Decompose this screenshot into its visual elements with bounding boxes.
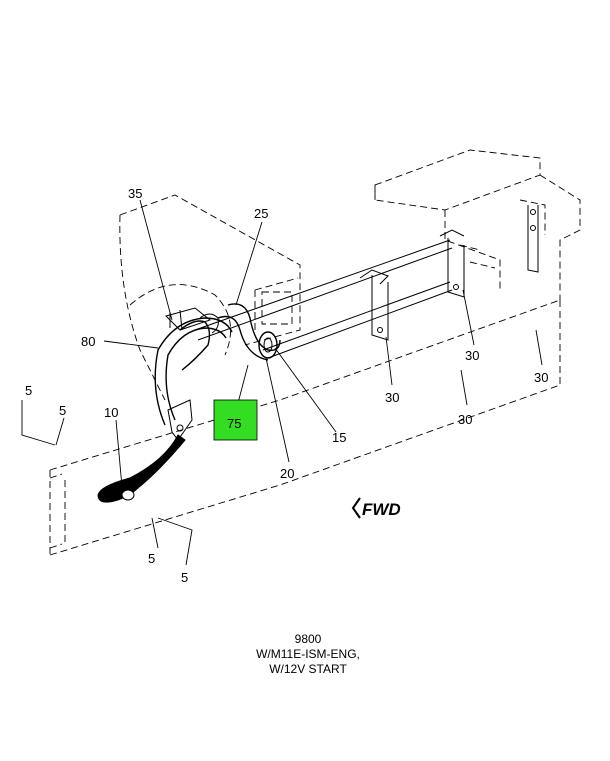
callout-35: 35	[128, 186, 142, 201]
highlight-box-75[interactable]	[213, 399, 258, 441]
caption-line-3: W/12V START	[269, 662, 347, 676]
callout-30-d: 30	[534, 370, 548, 385]
fwd-label: FWD	[362, 500, 401, 519]
callout-80: 80	[81, 334, 95, 349]
callout-30-a: 30	[465, 348, 479, 363]
caption-line-1: 9800	[295, 632, 322, 646]
clip-bracket-30	[359, 205, 539, 341]
callout-5-c: 5	[148, 551, 155, 566]
ground-strap-10	[97, 434, 186, 503]
frame-rail	[49, 299, 561, 556]
callout-5-a: 5	[25, 383, 32, 398]
callout-25: 25	[254, 206, 268, 221]
callout-75: 75	[227, 416, 241, 431]
engine-outline	[119, 194, 301, 401]
callout-30-b: 30	[385, 390, 399, 405]
callout-10: 10	[104, 405, 118, 420]
callout-5-d: 5	[181, 570, 188, 585]
upper-right-component	[374, 149, 581, 300]
cable-tube	[194, 239, 453, 359]
callout-15: 15	[332, 430, 346, 445]
caption-line-2: W/M11E-ISM-ENG,	[256, 647, 360, 661]
starter-cable-assembly	[154, 303, 281, 441]
callout-5-b: 5	[59, 403, 66, 418]
forward-direction-indicator: FWD	[351, 497, 401, 519]
callout-30-c: 30	[458, 412, 472, 427]
leader-lines	[21, 199, 543, 566]
callout-20: 20	[280, 466, 294, 481]
